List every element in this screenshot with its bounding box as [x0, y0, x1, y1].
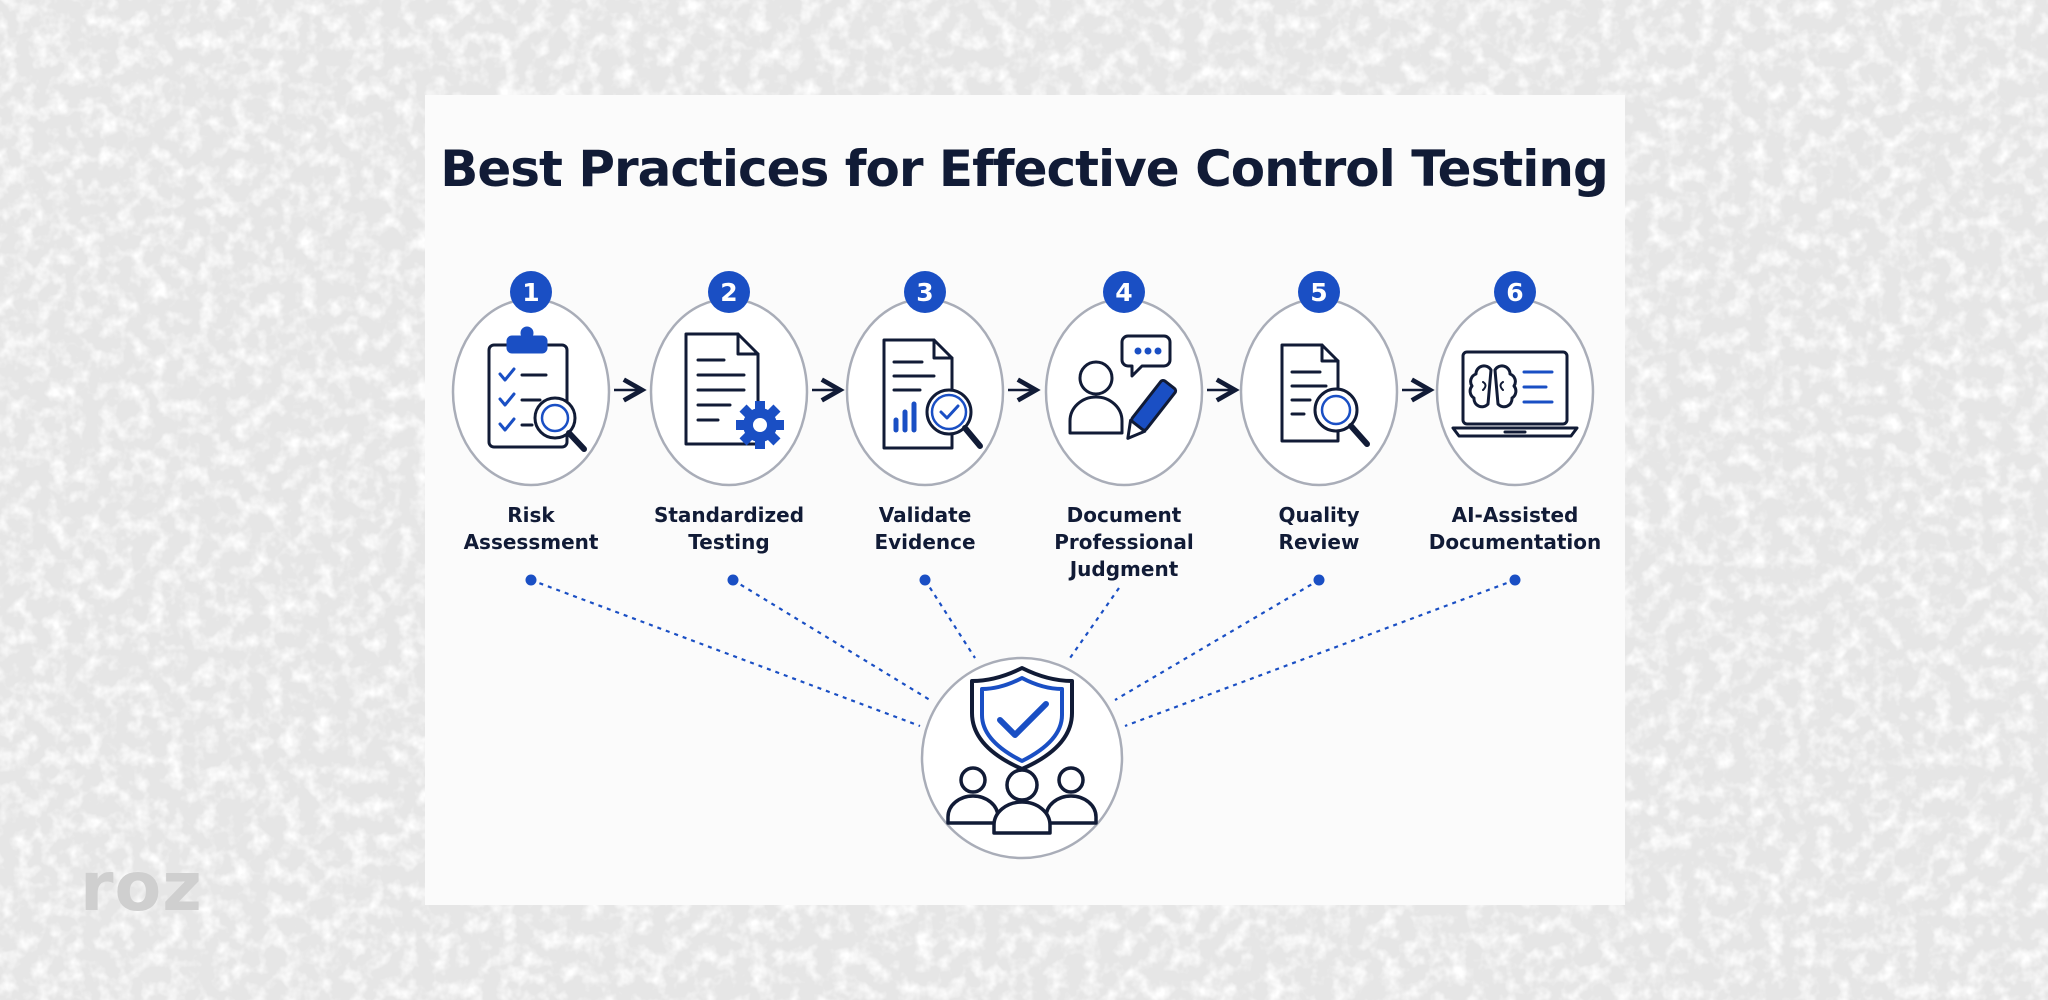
- step-label-document-professional-judgment: Document Professional Judgment: [1054, 503, 1194, 581]
- step-circle-5: [1239, 297, 1399, 487]
- connector-line-1: [530, 578, 921, 728]
- connector-dot-2: [727, 574, 739, 586]
- number-badge-6: 6: [1494, 271, 1536, 313]
- number-badge-5: 5: [1298, 271, 1340, 313]
- number-badge-1: 1: [510, 271, 552, 313]
- number-badge-3: 3: [904, 271, 946, 313]
- shield-check-team-icon: [946, 666, 1098, 835]
- step-number-4: 4: [1115, 278, 1132, 307]
- connector-line-3: [924, 579, 976, 659]
- document-chart-magnifier-check-icon: [882, 338, 983, 450]
- person-speech-pen-icon: [1068, 334, 1178, 440]
- step-label-ai-assisted-documentation: AI-Assisted Documentation: [1428, 503, 1602, 554]
- step-circle-3: [845, 297, 1005, 487]
- laptop-brain-icon: [1451, 350, 1579, 438]
- roz-logo: roz: [80, 848, 203, 927]
- step-label-risk-assessment: Risk Assessment: [463, 503, 599, 554]
- step-number-3: 3: [916, 278, 933, 307]
- step-circles: [451, 297, 1595, 487]
- connector-line-4: [1069, 587, 1120, 659]
- connector-dot-5: [1313, 574, 1325, 586]
- step-label-validate-evidence: Validate Evidence: [874, 503, 976, 554]
- number-badge-2: 2: [708, 271, 750, 313]
- number-badge-4: 4: [1103, 271, 1145, 313]
- step-number-5: 5: [1310, 278, 1327, 307]
- step-circle-2: [649, 297, 809, 487]
- connector-dot-3: [919, 574, 931, 586]
- connector-lines: [530, 578, 1516, 728]
- connector-dots: [525, 574, 1521, 586]
- document-magnifier-icon: [1280, 343, 1370, 447]
- clipboard-checklist-magnifier-icon: [487, 326, 587, 452]
- page-title: Best Practices for Effective Control Tes…: [440, 140, 1609, 198]
- step-number-6: 6: [1506, 278, 1523, 307]
- step-number-2: 2: [720, 278, 737, 307]
- step-circle-4: [1044, 297, 1204, 487]
- connector-line-5: [1114, 579, 1320, 701]
- connector-dot-6: [1509, 574, 1521, 586]
- step-circle-1: [451, 297, 611, 487]
- connector-dot-1: [525, 574, 537, 586]
- step-number-1: 1: [522, 278, 539, 307]
- step-label-quality-review: Quality Review: [1278, 503, 1360, 554]
- step-label-standardized-testing: Standardized Testing: [653, 503, 805, 554]
- connector-line-2: [732, 579, 931, 701]
- connector-line-6: [1124, 578, 1516, 728]
